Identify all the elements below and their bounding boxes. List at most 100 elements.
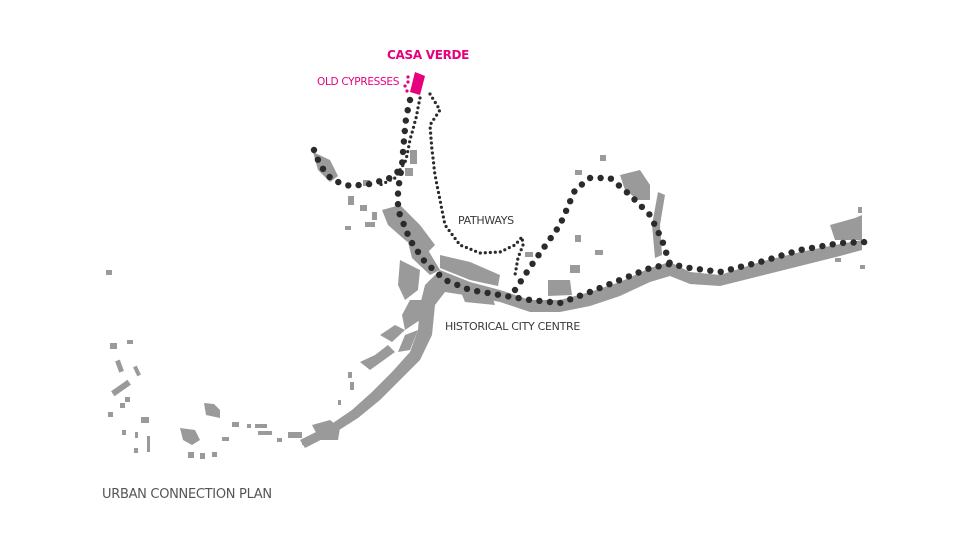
pathway-dot: [464, 245, 468, 250]
main-route-dot: [625, 273, 633, 280]
pathway-dot: [403, 159, 407, 163]
main-route-dot: [788, 249, 795, 256]
main-route-dot: [860, 238, 868, 246]
pathway-dot: [433, 171, 437, 175]
casa-verde-marker: [410, 72, 425, 95]
building: [302, 440, 307, 445]
main-route-dot: [819, 242, 826, 250]
main-route-dot: [758, 258, 765, 265]
old-cypresses-label: OLD CYPRESSES: [317, 76, 400, 88]
main-route-dot: [638, 203, 646, 211]
building: [135, 432, 138, 438]
main-route-dot: [578, 181, 586, 188]
main-route-dot: [727, 266, 735, 273]
building: [127, 340, 133, 344]
main-route-dot: [808, 244, 816, 252]
pathway-dot: [514, 267, 518, 271]
main-route-dot: [535, 252, 542, 259]
pathway-dot: [429, 121, 433, 125]
main-route-dot: [517, 278, 524, 285]
pathway-dot: [519, 248, 523, 252]
building: [222, 437, 229, 441]
building: [405, 168, 413, 176]
pathway-dot: [416, 106, 420, 110]
main-route-dot: [768, 255, 775, 262]
main-route-dot: [737, 263, 745, 270]
main-route-dot: [676, 262, 683, 269]
main-route-dot: [655, 229, 662, 237]
main-route-dot: [525, 296, 533, 303]
main-route-dot: [717, 268, 724, 275]
pathway-dot: [515, 262, 519, 266]
pathway-dot: [408, 140, 412, 144]
main-route-dot: [394, 200, 402, 208]
building: [106, 270, 112, 275]
main-route-dot: [571, 188, 578, 195]
building: [212, 452, 217, 457]
main-route-dot: [536, 297, 543, 305]
main-route-dot: [615, 277, 623, 284]
main-route-dot: [484, 289, 491, 297]
pathway-dot: [437, 195, 442, 199]
city-street-band: [300, 240, 862, 448]
pathway-dot: [483, 251, 487, 255]
main-route-dot: [635, 269, 642, 276]
main-route-dot: [541, 243, 548, 250]
main-route-dot: [376, 178, 383, 185]
main-route-dots: [310, 96, 868, 307]
main-route-dot: [651, 220, 658, 227]
pathway-dot: [517, 252, 522, 256]
building: [652, 192, 665, 258]
main-route-dot: [400, 220, 407, 228]
main-route-dot: [576, 292, 584, 299]
old-cypress-dot: [403, 84, 407, 88]
main-route-dot: [463, 285, 471, 292]
building: [247, 424, 251, 428]
building: [360, 345, 395, 370]
building: [204, 403, 220, 418]
pathway-dot: [428, 92, 432, 96]
main-route-dot: [663, 249, 670, 256]
main-route-dot: [547, 234, 554, 242]
main-route-dot: [586, 288, 594, 296]
map-title: URBAN CONNECTION PLAN: [102, 487, 272, 502]
main-route-dot: [615, 182, 623, 189]
building: [548, 280, 572, 296]
main-route-dot: [567, 296, 574, 303]
main-route-dot: [404, 230, 411, 237]
pathway-dot: [442, 220, 446, 224]
main-route-dot: [798, 246, 805, 253]
building: [338, 400, 341, 405]
pathway-dot: [474, 249, 478, 253]
main-route-dot: [553, 226, 560, 233]
main-route-dot: [558, 217, 566, 224]
building: [402, 300, 425, 330]
pathway-dot: [516, 257, 520, 261]
main-route-dot: [586, 174, 594, 182]
pathway-dot: [398, 168, 402, 172]
pathway-dot: [433, 100, 437, 105]
building: [188, 452, 194, 458]
main-route-dot: [395, 180, 403, 187]
building: [232, 422, 239, 427]
main-route-dot: [474, 288, 481, 295]
main-route-dot: [623, 189, 631, 196]
pathway-dot: [432, 161, 436, 165]
main-route-dot: [414, 248, 422, 255]
pathway-dot: [521, 243, 525, 247]
building: [835, 258, 841, 262]
pathway-dot: [515, 240, 520, 244]
pathway-dot: [447, 228, 451, 233]
pathway-dot: [493, 250, 497, 254]
main-route-dot: [748, 261, 755, 268]
main-route-dot: [310, 146, 318, 154]
pathway-dots: [379, 92, 525, 276]
main-route-dot: [365, 180, 373, 188]
pathway-dot: [460, 244, 464, 248]
main-route-dot: [597, 174, 604, 182]
main-route-dot: [546, 298, 554, 306]
building: [111, 379, 131, 397]
building: [570, 265, 580, 273]
pathway-dot: [395, 172, 399, 176]
building: [147, 436, 150, 452]
